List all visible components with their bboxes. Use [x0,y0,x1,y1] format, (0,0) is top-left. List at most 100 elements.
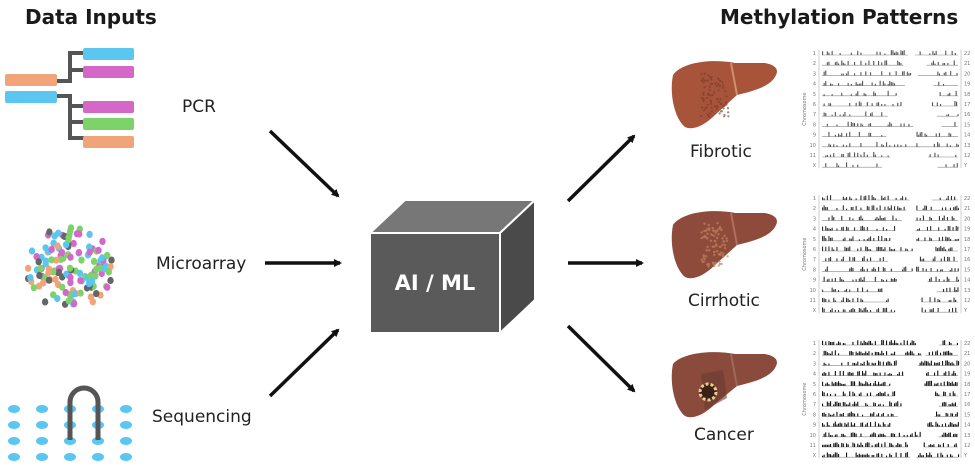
methylation-mark [955,307,957,313]
methylation-mark [884,83,886,86]
methylation-mark [836,124,838,127]
right-tick-label: 15 [964,412,970,418]
methylation-mark [866,342,868,345]
methylation-mark [902,71,904,76]
methylation-mark [828,353,830,356]
methylation-mark [822,226,824,231]
methylation-mark [866,258,868,262]
right-tick-label: 21 [964,61,970,67]
methylation-mark [951,352,953,356]
microarray-dot [65,234,72,242]
microarray-dot [45,276,53,284]
methylation-mark [841,60,843,66]
methylation-mark [944,228,946,231]
methylation-mark [823,112,825,117]
right-tick-label: 13 [964,433,970,439]
methylation-mark [905,352,907,356]
methylation-mark [950,363,952,366]
methylation-mark [884,391,886,396]
methylation-mark [910,350,912,356]
methylation-mark [866,382,868,386]
methylation-mark [884,381,886,386]
methylation-mark [957,287,959,292]
methylation-mark [882,433,884,437]
methylation-mark [952,307,954,313]
methylation-mark [873,152,875,157]
methylation-mark [870,113,872,117]
methylation-mark [836,61,838,66]
methylation-mark [849,246,851,251]
methylation-mark [850,122,852,127]
methylation-mark [953,217,955,221]
methylation-mark [833,144,835,147]
methylation-mark [924,383,926,386]
methylation-mark [865,381,867,386]
right-tick-label: 14 [964,423,970,429]
methylation-mark [900,144,902,147]
methylation-mark [930,238,932,241]
methylation-mark [852,362,854,366]
methylation-mark [890,278,892,282]
methylation-mark [956,382,958,386]
methylation-mark [836,382,838,386]
methylation-mark [855,198,857,200]
methylation-mark [825,269,827,272]
methylation-mark [857,353,859,356]
methylation-mark [887,414,889,417]
methylation-mark [902,51,904,55]
methylation-mark [838,423,840,427]
methylation-mark [881,62,883,66]
methylation-mark [927,361,929,366]
methylation-mark [858,393,860,396]
microarray-dot [70,239,77,248]
right-tick-label: 15 [964,122,970,128]
methylation-mark [828,402,830,407]
methylation-mark [919,132,921,137]
left-tick-label: X [813,163,817,169]
microarray-dot [36,271,43,280]
methylation-mark [898,62,900,66]
methylation-mark [826,155,828,157]
methylation-mark [886,238,888,241]
methylation-mark [947,444,949,447]
methylation-mark [841,215,843,221]
methylation-mark [927,372,929,376]
methylation-mark [946,360,948,366]
methylation-mark [860,277,862,282]
methylation-mark [858,216,860,221]
methylation-mark [846,73,848,76]
methylation-mark [866,422,868,427]
methylation-mark [913,341,915,345]
methylation-mark [830,237,832,241]
arrow-ai-to-cancer [566,324,636,393]
methylation-mark [866,310,868,313]
methylation-mark [923,258,925,262]
methylation-mark [857,123,859,127]
methylation-mark [846,404,848,407]
methylation-mark [849,268,851,272]
methylation-mark [898,372,900,376]
methylation-mark [876,141,878,147]
methylation-mark [826,444,828,447]
methylation-mark [831,84,833,86]
methylation-mark [942,402,944,407]
methylation-mark [834,277,836,282]
right-tick-label: Y [963,453,968,459]
methylation-mark [834,421,836,427]
methylation-mark [878,381,880,386]
methylation-mark [823,103,825,106]
methylation-mark [846,247,848,251]
methylation-mark [924,133,926,137]
methylation-mark [846,297,848,302]
methylation-mark [876,414,878,417]
methylation-mark [874,351,876,356]
microarray-dot [28,247,36,255]
methylation-mark [918,228,920,231]
methylation-mark [823,94,825,96]
methylation-mark [940,104,942,106]
methylation-mark [865,370,867,376]
methylation-mark [841,433,843,437]
methylation-mark [892,104,894,106]
methylation-mark [921,132,923,137]
methylation-mark [900,50,902,55]
